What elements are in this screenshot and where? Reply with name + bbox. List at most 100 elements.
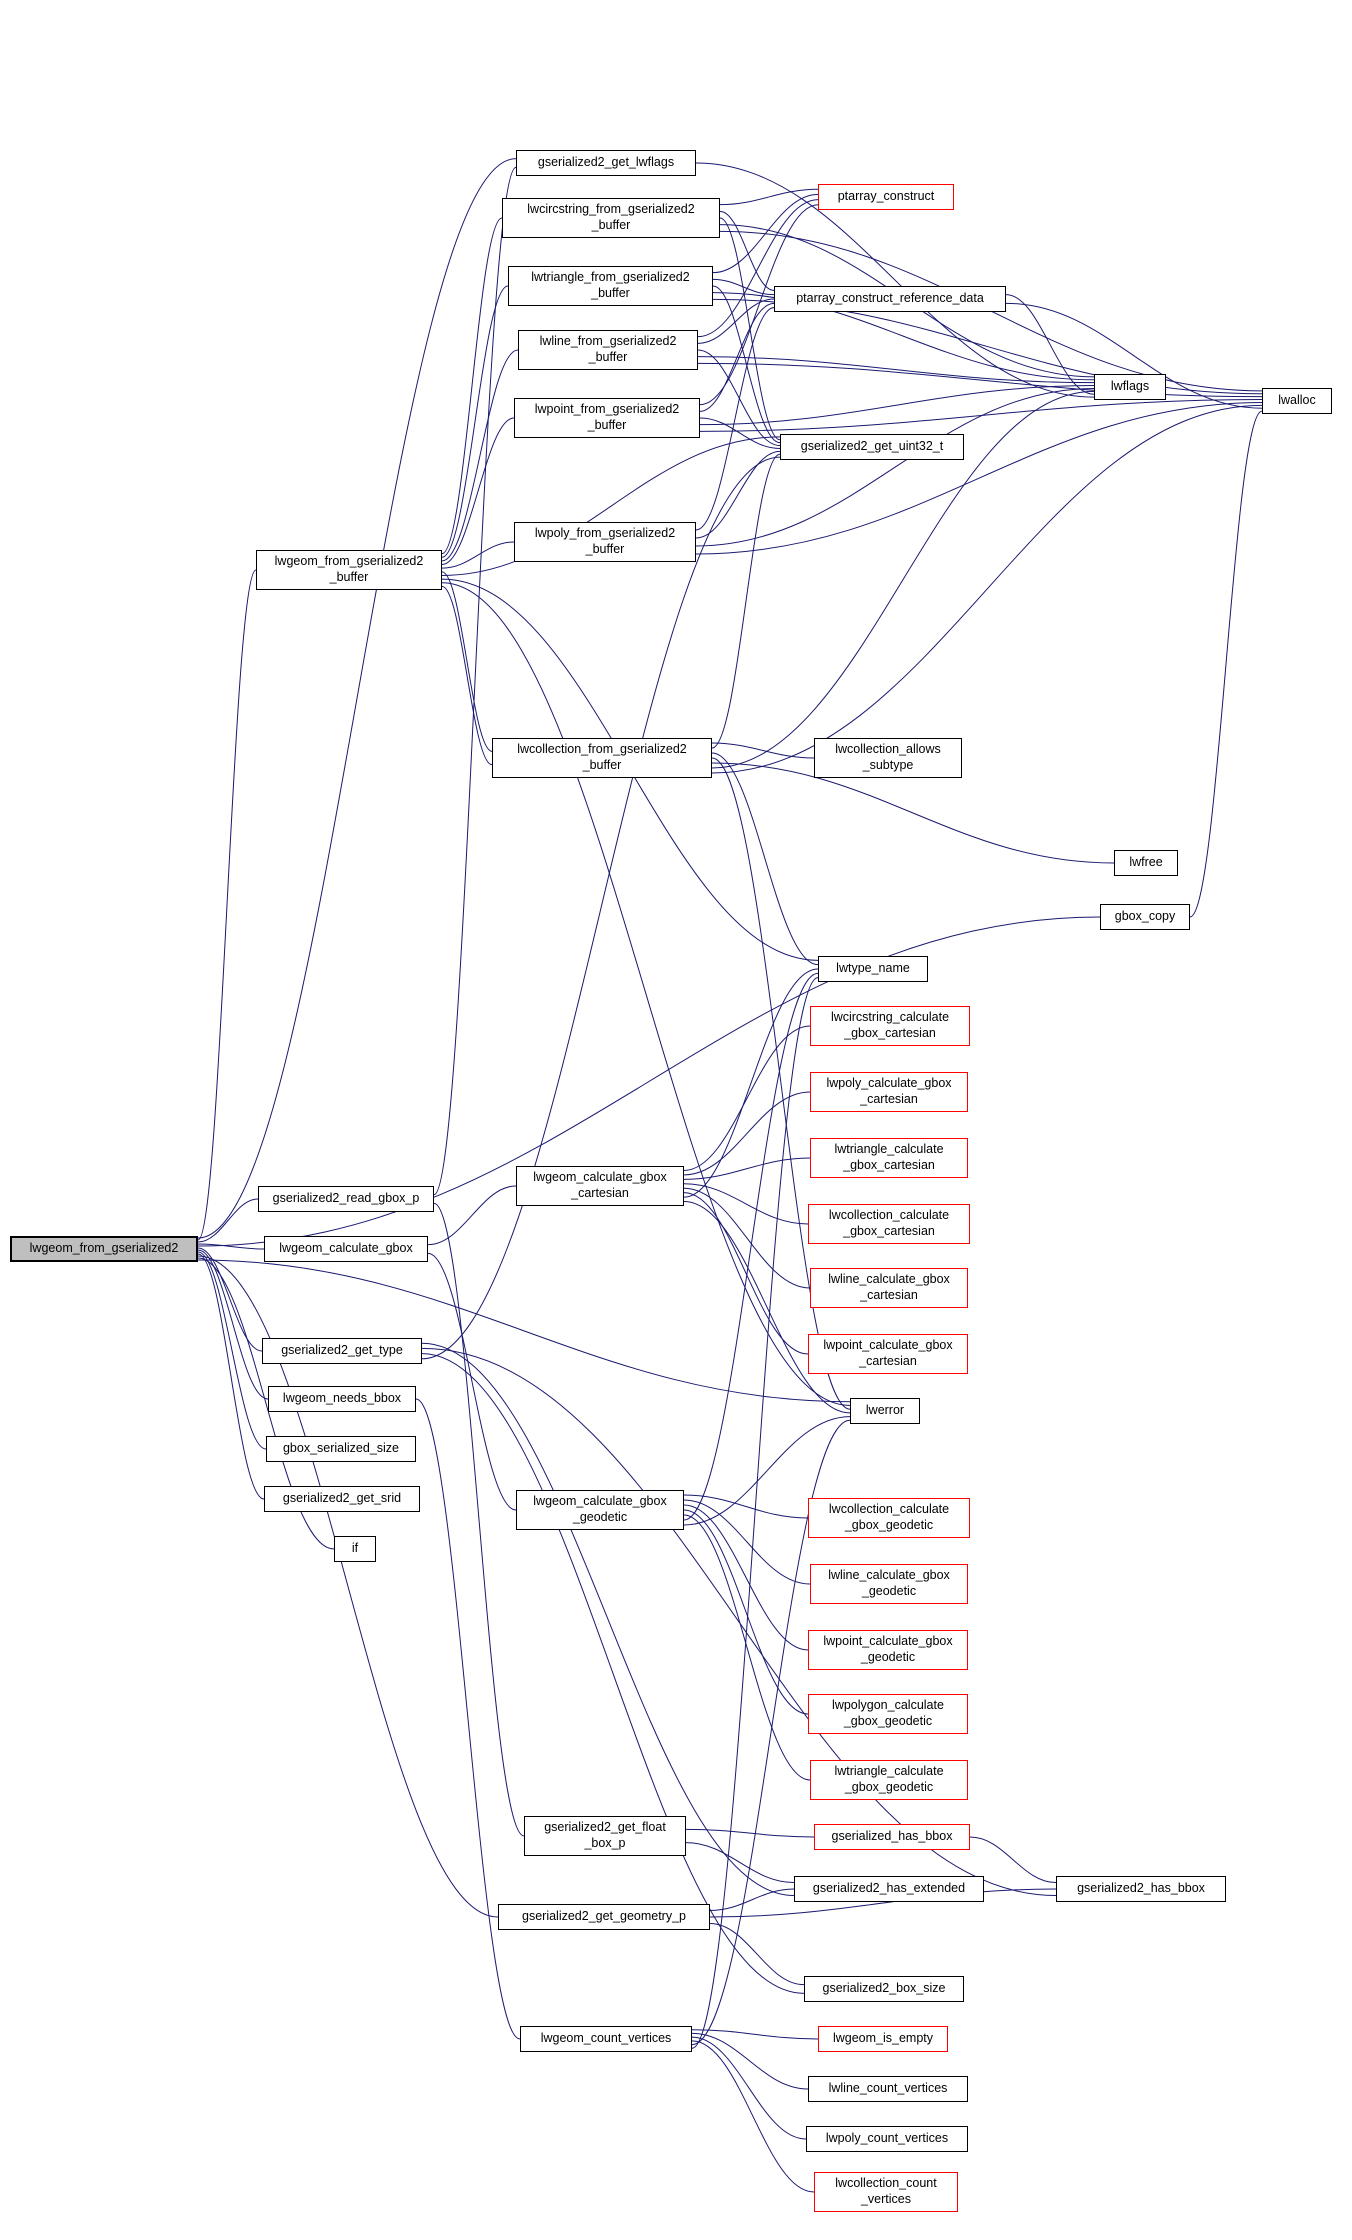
call-edge — [709, 1888, 795, 1911]
graph-node-gserialized2_get_uint32_t[interactable]: gserialized2_get_uint32_t — [780, 434, 964, 460]
call-edge — [197, 1259, 851, 1403]
call-edge — [683, 972, 819, 1521]
graph-node-lwerror[interactable]: lwerror — [850, 1398, 920, 1424]
call-edge — [1005, 294, 1095, 395]
graph-node-lwtriangle_calculate_gbox_geodetic[interactable]: lwtriangle_calculate _gbox_geodetic — [810, 1760, 968, 1800]
call-edge — [711, 390, 1095, 769]
graph-node-lwgeom_calculate_gbox[interactable]: lwgeom_calculate_gbox — [264, 1236, 428, 1262]
graph-node-gserialized2_box_size[interactable]: gserialized2_box_size — [804, 1976, 964, 2002]
call-edge — [421, 1347, 1057, 1896]
call-edge — [712, 278, 775, 296]
call-edge — [683, 1494, 809, 1519]
graph-node-lwpoint_from_gserialized2_buffer[interactable]: lwpoint_from_gserialized2 _buffer — [514, 398, 700, 438]
call-edge — [691, 2032, 809, 2090]
graph-node-if[interactable]: if — [334, 1536, 376, 1562]
graph-node-ptarray_construct[interactable]: ptarray_construct — [818, 184, 954, 210]
call-edge — [697, 298, 775, 344]
call-edge — [197, 1198, 259, 1243]
graph-node-lwfree[interactable]: lwfree — [1114, 850, 1178, 876]
call-edge — [683, 1157, 811, 1180]
graph-node-lwpoint_calculate_gbox_geodetic[interactable]: lwpoint_calculate_gbox _geodetic — [808, 1630, 968, 1670]
call-edge — [441, 285, 509, 558]
graph-node-gserialized_has_bbox[interactable]: gserialized_has_bbox — [814, 1824, 970, 1850]
call-edge — [197, 1257, 335, 1550]
graph-node-lwflags[interactable]: lwflags — [1094, 374, 1166, 400]
call-edge — [441, 217, 503, 555]
call-edge — [697, 199, 819, 338]
graph-node-gserialized2_get_srid[interactable]: gserialized2_get_srid — [264, 1486, 420, 1512]
call-edge — [699, 302, 775, 412]
graph-node-lwcollection_allows_subtype[interactable]: lwcollection_allows _subtype — [814, 738, 962, 778]
graph-node-lwpoint_calculate_gbox_cartesian[interactable]: lwpoint_calculate_gbox _cartesian — [808, 1334, 968, 1374]
call-edge — [197, 569, 257, 1241]
call-edge — [691, 2029, 819, 2040]
graph-node-lwpolygon_calculate_gbox_geodetic[interactable]: lwpolygon_calculate _gbox_geodetic — [808, 1694, 968, 1734]
graph-node-lwgeom_from_gserialized2_buffer[interactable]: lwgeom_from_gserialized2 _buffer — [256, 550, 442, 590]
graph-node-gserialized2_has_bbox[interactable]: gserialized2_has_bbox — [1056, 1876, 1226, 1902]
call-edge — [695, 387, 1095, 547]
graph-node-lwline_count_vertices[interactable]: lwline_count_vertices — [808, 2076, 968, 2102]
call-edge — [441, 349, 519, 562]
call-edge — [197, 1253, 265, 1500]
graph-node-lwcircstring_calculate_gbox_cartesian[interactable]: lwcircstring_calculate _gbox_cartesian — [810, 1006, 970, 1046]
call-edge — [441, 541, 515, 569]
call-edge — [441, 582, 851, 1406]
call-edge — [197, 1243, 265, 1250]
call-edge — [711, 762, 1115, 864]
graph-node-lwpoly_from_gserialized2_buffer[interactable]: lwpoly_from_gserialized2 _buffer — [514, 522, 696, 562]
call-edge — [712, 298, 1263, 395]
graph-node-lwpoly_count_vertices[interactable]: lwpoly_count_vertices — [806, 2126, 968, 2152]
graph-node-lwgeom_needs_bbox[interactable]: lwgeom_needs_bbox — [268, 1386, 416, 1412]
graph-node-lwtriangle_from_gserialized2_buffer[interactable]: lwtriangle_from_gserialized2 _buffer — [508, 266, 713, 306]
call-edge — [699, 204, 819, 406]
call-edge — [1189, 410, 1263, 918]
call-edge — [685, 1842, 795, 1883]
call-edge — [197, 1255, 499, 1918]
call-edge — [699, 417, 781, 449]
graph-node-lwgeom_is_empty[interactable]: lwgeom_is_empty — [818, 2026, 948, 2052]
graph-node-lwcollection_from_gserialized2_buffer[interactable]: lwcollection_from_gserialized2 _buffer — [492, 738, 712, 778]
graph-node-lwgeom_count_vertices[interactable]: lwgeom_count_vertices — [520, 2026, 692, 2052]
call-edge — [683, 1091, 811, 1176]
call-edge — [685, 1828, 815, 1838]
graph-node-lwgeom_calculate_gbox_cartesian[interactable]: lwgeom_calculate_gbox _cartesian — [516, 1166, 684, 1206]
graph-node-lwcollection_calculate_gbox_cartesian[interactable]: lwcollection_calculate _gbox_cartesian — [808, 1204, 970, 1244]
graph-node-gbox_copy[interactable]: gbox_copy — [1100, 904, 1190, 930]
call-edge — [683, 1183, 809, 1225]
graph-node-gserialized2_get_geometry_p[interactable]: gserialized2_get_geometry_p — [498, 1904, 710, 1930]
graph-node-gserialized2_has_extended[interactable]: gserialized2_has_extended — [794, 1876, 984, 1902]
call-edge — [711, 404, 1263, 774]
call-edge — [695, 450, 781, 539]
graph-node-lwcollection_count_vertices[interactable]: lwcollection_count _vertices — [814, 2172, 958, 2212]
call-edge — [711, 453, 781, 749]
graph-node-lwtriangle_calculate_gbox_cartesian[interactable]: lwtriangle_calculate _gbox_cartesian — [810, 1138, 968, 1178]
graph-node-gserialized2_read_gbox_p[interactable]: gserialized2_read_gbox_p — [258, 1186, 434, 1212]
call-edge — [683, 1509, 809, 1715]
call-edge — [427, 1252, 517, 1511]
graph-node-lwcircstring_from_gserialized2_buffer[interactable]: lwcircstring_from_gserialized2 _buffer — [502, 198, 720, 238]
graph-node-lwgeom_calculate_gbox_geodetic[interactable]: lwgeom_calculate_gbox _geodetic — [516, 1490, 684, 1530]
graph-node-lwline_calculate_gbox_geodetic[interactable]: lwline_calculate_gbox _geodetic — [810, 1564, 968, 1604]
graph-node-gbox_serialized_size[interactable]: gbox_serialized_size — [266, 1436, 416, 1462]
graph-node-lwline_calculate_gbox_cartesian[interactable]: lwline_calculate_gbox _cartesian — [810, 1268, 968, 1308]
call-edge — [441, 417, 515, 566]
graph-node-ptarray_construct_reference_data[interactable]: ptarray_construct_reference_data — [774, 286, 1006, 312]
graph-node-lwline_from_gserialized2_buffer[interactable]: lwline_from_gserialized2 _buffer — [518, 330, 698, 370]
call-edge — [711, 742, 815, 759]
call-edge — [712, 193, 819, 274]
graph-node-gserialized2_get_type[interactable]: gserialized2_get_type — [262, 1338, 422, 1364]
call-edge — [683, 1499, 811, 1585]
call-edge — [197, 1251, 267, 1450]
graph-node-gserialized2_get_lwflags[interactable]: gserialized2_get_lwflags — [516, 150, 696, 176]
graph-node-lwtype_name[interactable]: lwtype_name — [818, 956, 928, 982]
call-edge — [197, 916, 1101, 1247]
call-edge — [711, 752, 819, 966]
graph-node-lwcollection_calculate_gbox_geodetic[interactable]: lwcollection_calculate _gbox_geodetic — [808, 1498, 970, 1538]
call-edge — [699, 385, 1095, 426]
graph-node-lwpoly_calculate_gbox_cartesian[interactable]: lwpoly_calculate_gbox _cartesian — [810, 1072, 968, 1112]
graph-node-lwalloc[interactable]: lwalloc — [1262, 388, 1332, 414]
graph-node-gserialized2_get_float_box_p[interactable]: gserialized2_get_float _box_p — [524, 1816, 686, 1856]
call-edge — [719, 210, 775, 291]
call-edge — [697, 362, 1263, 398]
